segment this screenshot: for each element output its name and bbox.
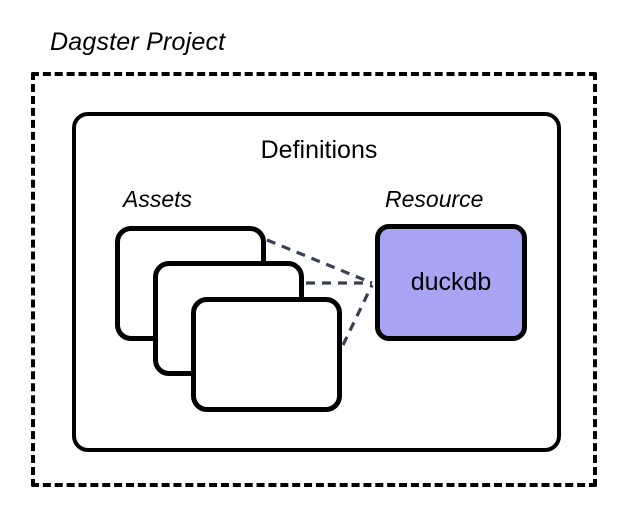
asset-card[interactable] — [191, 297, 342, 412]
definitions-title: Definitions — [260, 136, 378, 164]
project-title: Dagster Project — [50, 28, 226, 56]
project-boundary — [31, 72, 597, 487]
resource-box-label: duckdb — [410, 268, 492, 296]
resource-group-title: Resource — [385, 186, 484, 212]
resource-box-duckdb[interactable]: duckdb — [375, 224, 527, 341]
assets-group-title: Assets — [123, 186, 193, 212]
